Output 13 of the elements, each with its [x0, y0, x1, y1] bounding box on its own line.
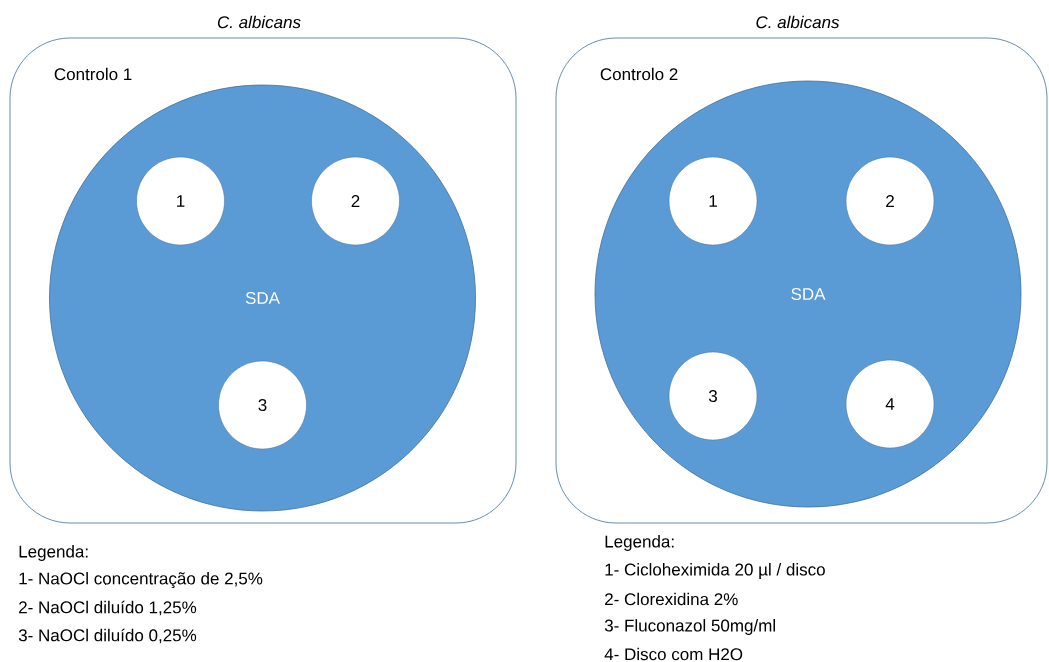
legend-text: 4- Disco com H2O: [604, 647, 743, 661]
legend-text: 2- NaOCl diluído 1,25%: [19, 600, 197, 616]
legend-text: Legenda:: [19, 545, 88, 561]
plate-title: C. albicans: [756, 15, 840, 29]
legend-text: 2- Clorexidina 2%: [605, 592, 738, 606]
plate-title: C. albicans: [217, 15, 301, 29]
plate-label: Controlo 2: [600, 67, 678, 81]
legend-text: 1- NaOCl concentração de 2,5%: [19, 572, 263, 588]
legend-text: 3- NaOCl diluído 0,25%: [18, 628, 197, 644]
legend-text: 1- Cicloheximida 20 µl / disco: [605, 563, 825, 579]
plate-label: Controlo 1: [54, 67, 132, 81]
legend-text: Legenda:: [605, 535, 674, 551]
legend-text: 3- Fluconazol 50mg/ml: [604, 619, 775, 635]
